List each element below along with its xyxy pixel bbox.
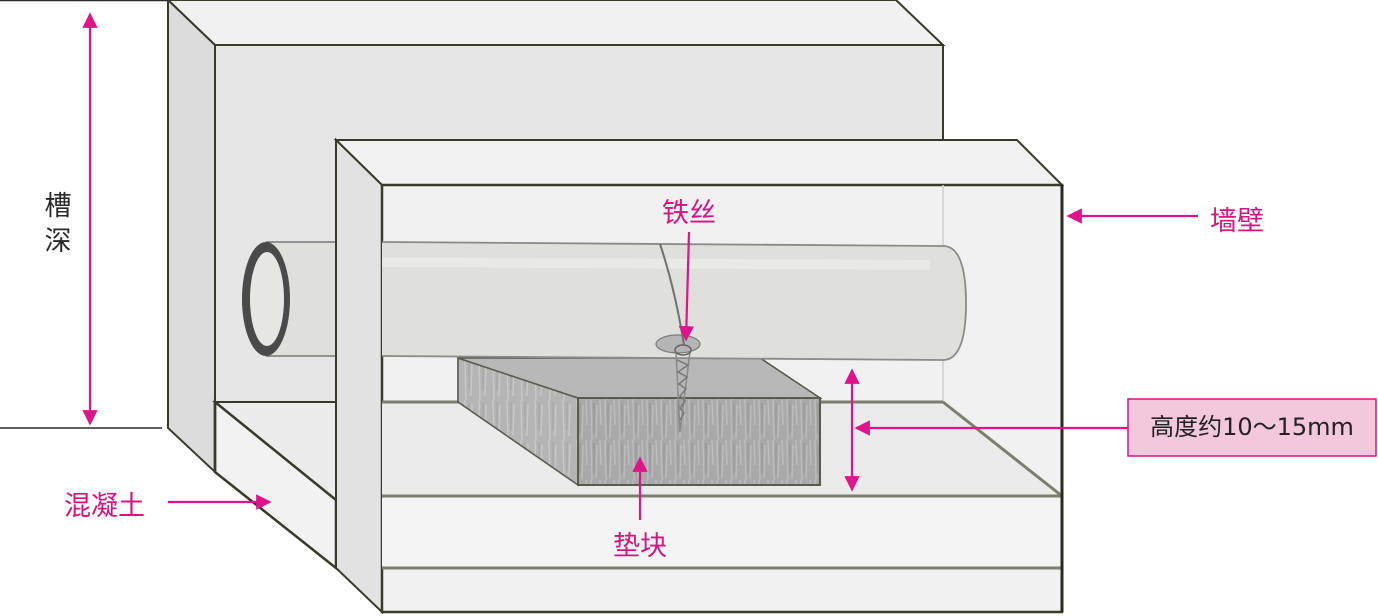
height-annotation: 高度约10～15mm bbox=[844, 368, 1377, 492]
groove-depth-label-1: 槽 bbox=[45, 191, 72, 222]
pipe-body bbox=[381, 241, 967, 361]
pipe-left-end bbox=[242, 241, 338, 357]
wall-label: 墙壁 bbox=[1210, 206, 1264, 237]
groove-depth-annotation: 槽 深 bbox=[0, 0, 168, 429]
wire-arrow bbox=[678, 231, 695, 342]
block-label: 垫块 bbox=[613, 531, 667, 562]
groove-depth-label-2: 深 bbox=[45, 226, 72, 257]
wall-annotation: 墙壁 bbox=[1066, 206, 1264, 237]
height-note-label: 高度约10～15mm bbox=[1150, 413, 1354, 441]
concrete-annotation: 混凝土 bbox=[64, 491, 272, 522]
wire-label: 铁丝 bbox=[662, 198, 716, 229]
concrete-label: 混凝土 bbox=[64, 491, 145, 522]
spacer-block bbox=[457, 356, 823, 487]
concrete-slab bbox=[212, 399, 338, 571]
height-note-box bbox=[1127, 398, 1377, 457]
wire-annotation: 铁丝 bbox=[662, 198, 716, 342]
block-annotation: 垫块 bbox=[613, 456, 667, 562]
